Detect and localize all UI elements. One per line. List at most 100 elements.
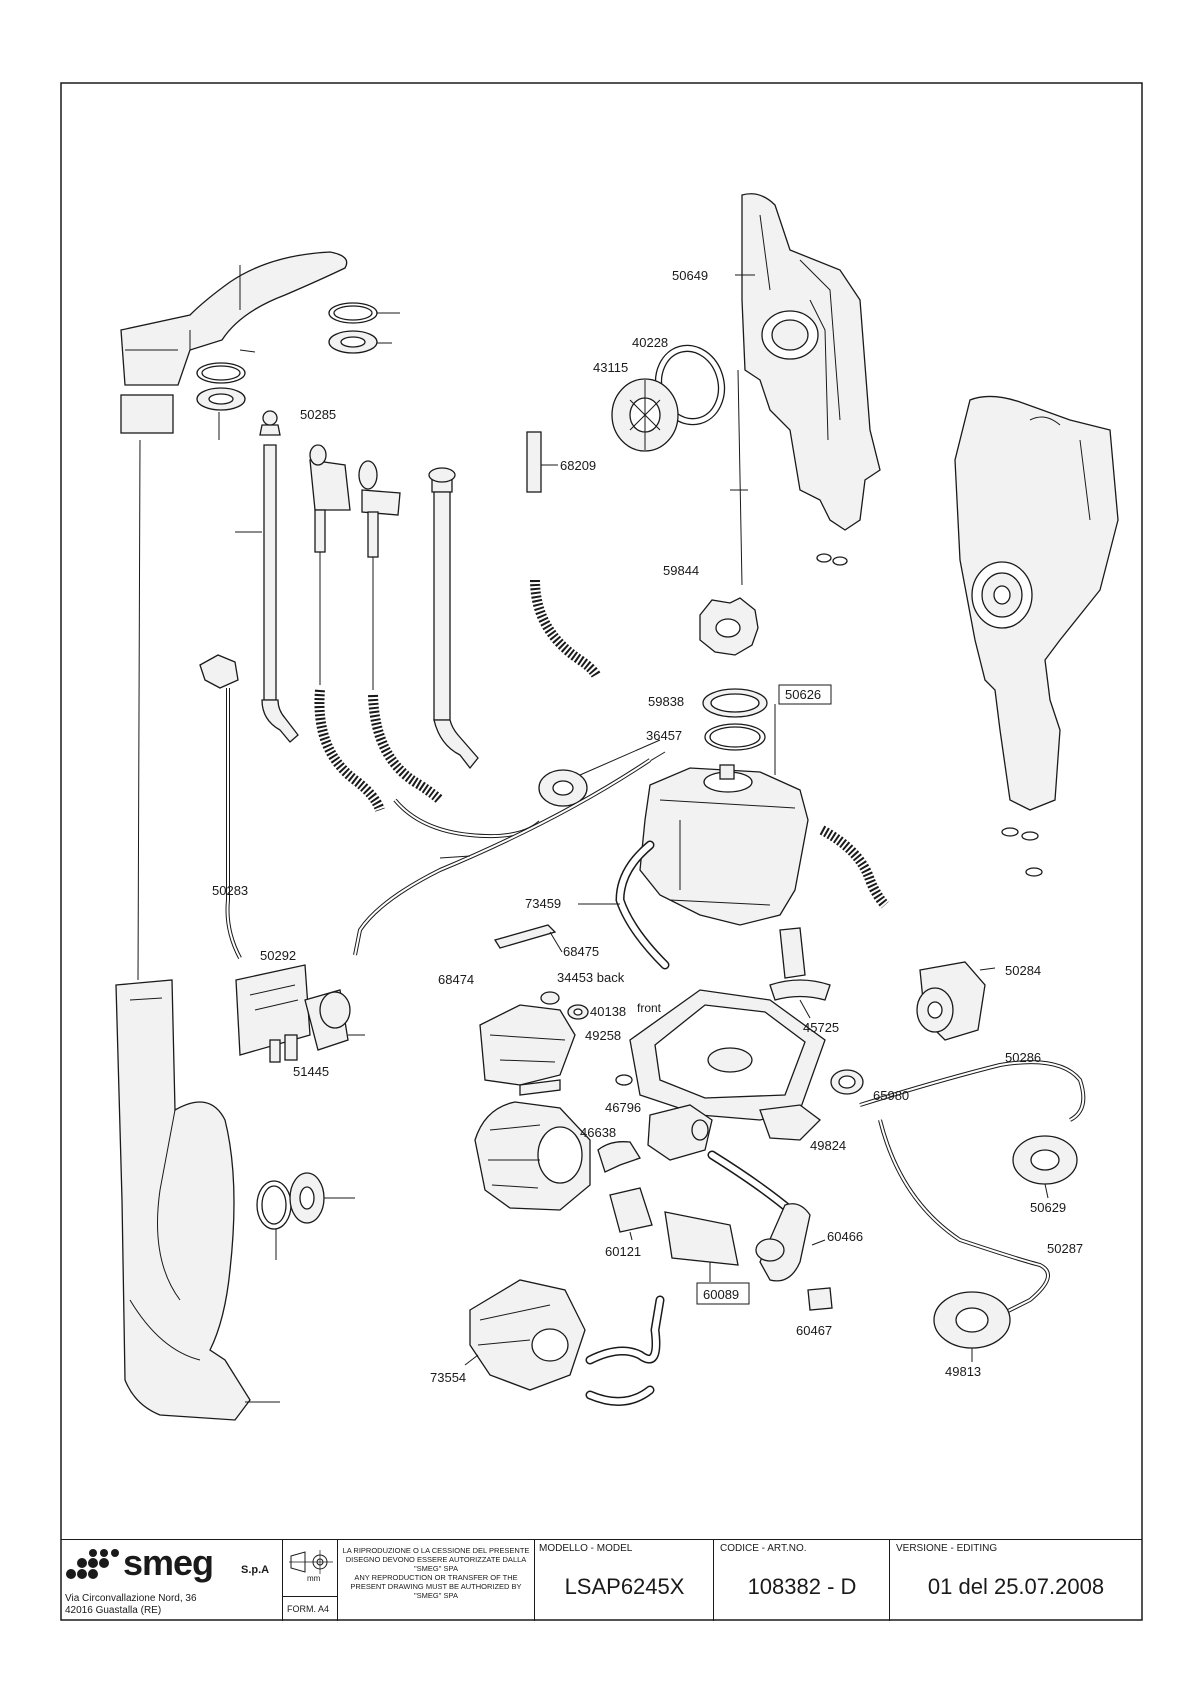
label-68209: 68209 xyxy=(560,458,596,473)
code-header: CODICE - ART.NO. xyxy=(720,1543,807,1554)
label-50285: 50285 xyxy=(300,407,336,422)
label-50649: 50649 xyxy=(672,268,708,283)
label-60121: 60121 xyxy=(605,1244,641,1259)
clip-60467 xyxy=(807,1287,833,1311)
projection-cell: mm FORM. A4 xyxy=(283,1540,338,1621)
bolt-68209 xyxy=(526,431,558,493)
bottom-duct-part xyxy=(115,979,355,1421)
label-60466: 60466 xyxy=(827,1229,863,1244)
label-49258: 49258 xyxy=(585,1028,621,1043)
unit-label: mm xyxy=(307,1574,321,1583)
projection-symbol-icon xyxy=(289,1550,333,1574)
smeg-dots-logo xyxy=(66,1549,119,1579)
mount-68474 xyxy=(479,1004,576,1096)
elbow-60466 xyxy=(759,1203,811,1282)
inlet-fittings xyxy=(235,410,479,770)
notice-cell: LA RIPRODUZIONE O LA CESSIONE DEL PRESEN… xyxy=(338,1540,535,1621)
part-labels: 50649 40228 43115 68209 50285 59844 5983… xyxy=(212,268,1083,1385)
label-34453: 34453 back xyxy=(557,970,625,985)
label-50283: 50283 xyxy=(212,883,248,898)
sheet-frame xyxy=(60,82,1143,1621)
label-43115: 43115 xyxy=(593,360,628,375)
wash-pump-motor xyxy=(474,1101,591,1211)
flap-45725 xyxy=(769,927,831,1001)
panel-leader xyxy=(737,369,743,586)
label-50292: 50292 xyxy=(260,948,296,963)
label-36457: 36457 xyxy=(646,728,682,743)
label-50286: 50286 xyxy=(1005,1050,1041,1065)
label-68475: 68475 xyxy=(563,944,599,959)
label-49824: 49824 xyxy=(810,1138,846,1153)
salt-cap-59844 xyxy=(699,597,759,656)
valve-46796 xyxy=(647,1104,713,1161)
corrugated-hose-b xyxy=(368,694,444,804)
drain-pump-73554 xyxy=(464,1279,586,1391)
sump-base xyxy=(629,989,826,1141)
duct-seal-rings xyxy=(196,302,400,440)
model-cell: MODELLO - MODEL LSAP6245X xyxy=(535,1540,714,1621)
harness-2 xyxy=(353,758,652,956)
label-73554: 73554 xyxy=(430,1370,466,1385)
label-60467: 60467 xyxy=(796,1323,832,1338)
clip-40138 xyxy=(567,1004,589,1020)
model-header: MODELLO - MODEL xyxy=(539,1543,633,1554)
elbow-46638 xyxy=(597,1141,641,1173)
form-label: FORM. A4 xyxy=(287,1604,330,1614)
label-60089: 60089 xyxy=(703,1287,739,1302)
pressure-switch-top xyxy=(538,739,666,807)
version-cell: VERSIONE - EDITING 01 del 25.07.2008 xyxy=(890,1540,1142,1621)
hose-60121 xyxy=(609,1187,653,1233)
title-block: smeg S.p.A Via Circonvallazione Nord, 36… xyxy=(61,1539,1142,1621)
notice-english: ANY REPRODUCTION OR TRANSFER OF THE PRES… xyxy=(350,1573,522,1600)
label-59838: 59838 xyxy=(648,694,684,709)
inlet-valve-50292 xyxy=(235,964,365,1063)
clip-34453 xyxy=(540,991,560,1005)
pressure-switch-49813 xyxy=(933,1291,1011,1362)
brand-name: smeg xyxy=(123,1542,214,1583)
address-line-1: Via Circonvallazione Nord, 36 xyxy=(65,1593,197,1604)
corrugated-hose-d xyxy=(819,825,889,909)
duct-leader xyxy=(137,439,141,981)
address-line-2: 42016 Guastalla (RE) xyxy=(65,1605,162,1616)
corrugated-hose-c xyxy=(530,579,601,678)
salt-container-50626 xyxy=(639,764,809,926)
top-duct-part xyxy=(120,251,348,434)
seal-65980 xyxy=(830,1069,864,1095)
label-50629: 50629 xyxy=(1030,1200,1066,1215)
label-50284: 50284 xyxy=(1005,963,1041,978)
label-46796: 46796 xyxy=(605,1100,641,1115)
version-header: VERSIONE - EDITING xyxy=(896,1543,998,1554)
label-box-50626 xyxy=(778,684,832,705)
corrugated-hose-a xyxy=(314,689,385,812)
version-value: 01 del 25.07.2008 xyxy=(927,1574,1105,1599)
disc-43115 xyxy=(611,378,679,452)
bracket-68475 xyxy=(493,924,557,949)
label-51445: 51445 xyxy=(293,1064,329,1079)
label-box-60089 xyxy=(696,1282,750,1305)
softener-panel-50649 xyxy=(735,193,881,566)
salt-rings xyxy=(702,688,768,751)
label-73459: 73459 xyxy=(525,896,561,911)
label-68474: 68474 xyxy=(438,972,474,987)
label-46638: 46638 xyxy=(580,1125,616,1140)
valve-50284 xyxy=(916,961,996,1041)
label-65980: 65980 xyxy=(873,1088,909,1103)
pressure-switch-50629 xyxy=(1012,1135,1078,1199)
hose-60089 xyxy=(664,1211,739,1266)
model-value: LSAP6245X xyxy=(564,1574,685,1599)
code-cell: CODICE - ART.NO. 108382 - D xyxy=(714,1540,890,1621)
wire-50283 xyxy=(199,654,242,959)
side-panel xyxy=(954,395,1119,877)
label-40138-note: front xyxy=(637,1001,662,1015)
label-59844: 59844 xyxy=(663,563,699,578)
label-50287: 50287 xyxy=(1047,1241,1083,1256)
seal-49258 xyxy=(615,1074,633,1086)
logo-cell: smeg S.p.A Via Circonvallazione Nord, 36… xyxy=(61,1540,283,1621)
label-50626: 50626 xyxy=(785,687,821,702)
notice-italian: LA RIPRODUZIONE O LA CESSIONE DEL PRESEN… xyxy=(342,1546,530,1573)
label-40138: 40138 xyxy=(590,1004,626,1019)
brand-suffix: S.p.A xyxy=(241,1564,270,1576)
label-45725: 45725 xyxy=(803,1020,839,1035)
code-value: 108382 - D xyxy=(747,1574,857,1599)
